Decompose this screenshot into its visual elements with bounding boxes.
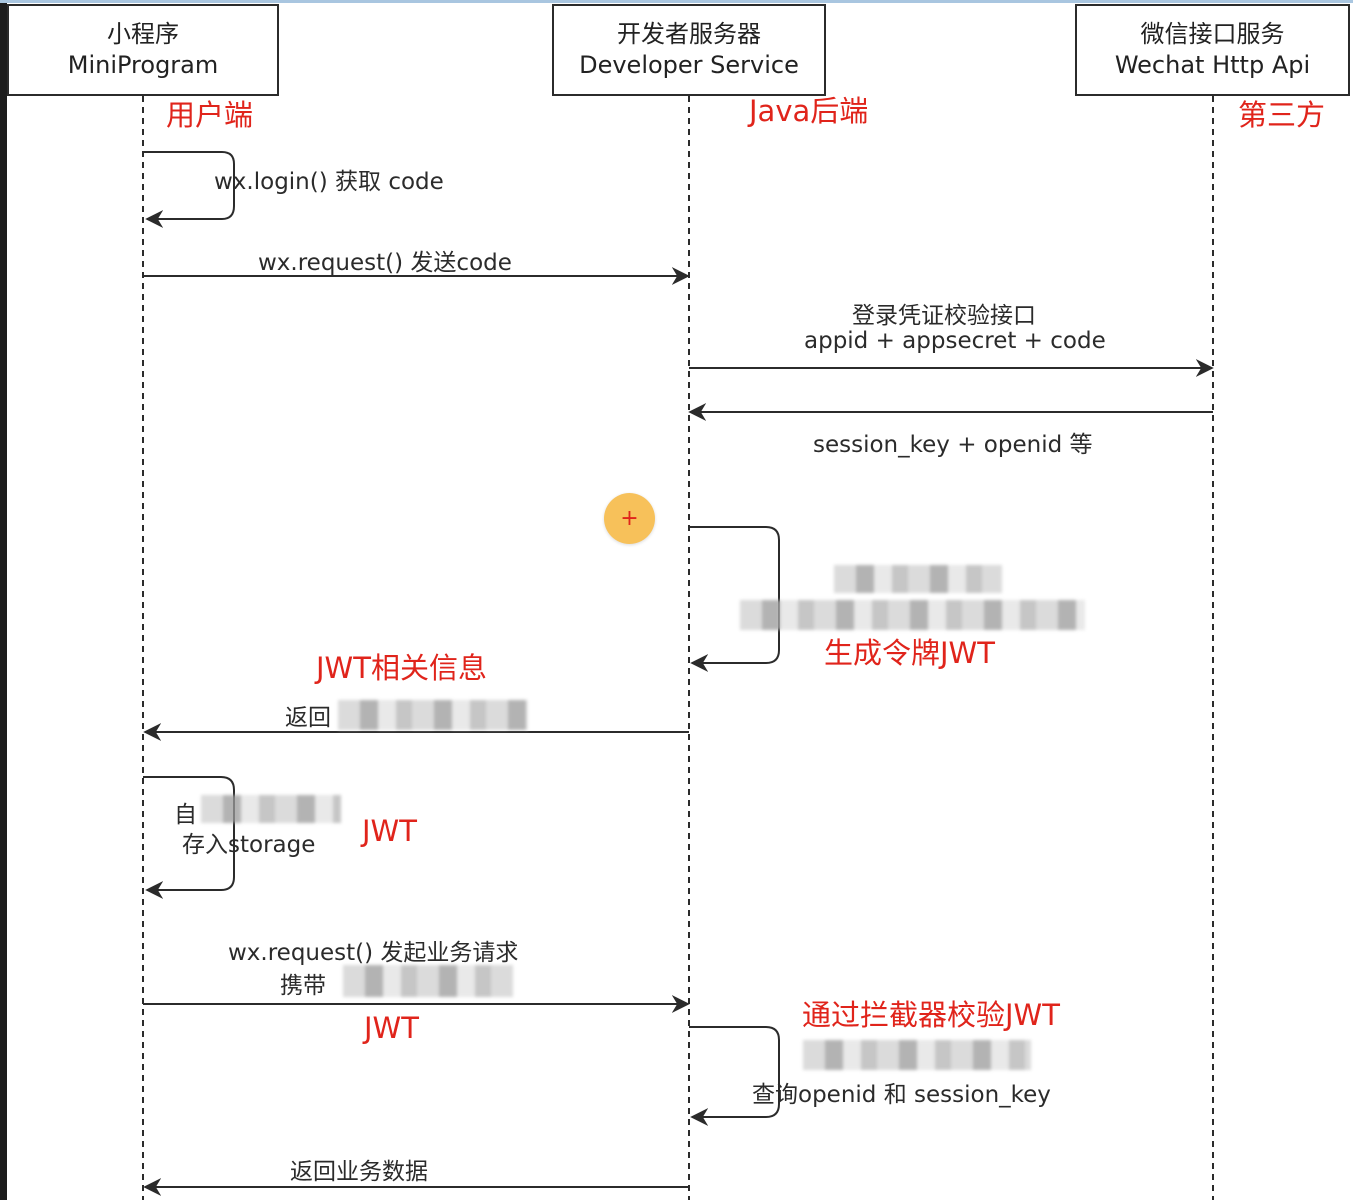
arrow-login-self xyxy=(143,151,235,228)
lane-developer-en: Developer Service xyxy=(579,51,799,79)
role-miniprogram: 用户端 xyxy=(166,98,254,132)
label-interceptor: 通过拦截器校验JWT xyxy=(802,998,1060,1032)
window-edge xyxy=(0,0,7,1200)
label-query-openid: 查询openid 和 session_key xyxy=(752,1082,1051,1108)
lane-miniprogram-en: MiniProgram xyxy=(67,51,219,79)
label-return-business: 返回业务数据 xyxy=(290,1159,428,1185)
arrow-interceptor-self xyxy=(689,1026,780,1126)
label-biz-request: wx.request() 发起业务请求 xyxy=(228,940,519,966)
label-verify-params: appid + appsecret + code xyxy=(804,328,1106,354)
role-wechat: 第三方 xyxy=(1238,98,1326,132)
lane-miniprogram: 小程序 MiniProgram xyxy=(7,4,279,96)
obscured-text xyxy=(201,795,341,823)
label-carry-prefix: 携带 xyxy=(280,973,326,999)
label-store-storage: 存入storage xyxy=(182,832,316,858)
label-send-code: wx.request() 发送code xyxy=(258,250,512,276)
obscured-text xyxy=(803,1040,1031,1070)
obscured-text xyxy=(834,565,1002,593)
role-developer: Java后端 xyxy=(749,94,869,128)
label-jwt-info: JWT相关信息 xyxy=(316,651,487,685)
arrow-store-self xyxy=(143,776,235,899)
label-login: wx.login() 获取 code xyxy=(214,169,444,195)
lane-wechat: 微信接口服务 Wechat Http Api xyxy=(1075,4,1350,96)
lane-wechat-en: Wechat Http Api xyxy=(1114,51,1311,79)
label-jwt-storage: JWT xyxy=(362,814,417,848)
label-jwt-request: JWT xyxy=(364,1011,419,1045)
window-top-edge xyxy=(0,0,1353,3)
obscured-text xyxy=(343,965,513,997)
label-session-return: session_key + openid 等 xyxy=(813,432,1093,458)
label-generate-jwt: 生成令牌JWT xyxy=(824,636,995,670)
label-auto-prefix: 自 xyxy=(174,802,197,828)
lane-developer-cn: 开发者服务器 xyxy=(617,20,761,48)
arrow-generate-self xyxy=(689,526,780,672)
label-return-prefix: 返回 xyxy=(285,705,331,731)
add-button[interactable]: + xyxy=(604,493,655,544)
plus-icon: + xyxy=(620,506,639,531)
lane-miniprogram-cn: 小程序 xyxy=(107,20,179,48)
obscured-text xyxy=(338,700,528,730)
lane-developer: 开发者服务器 Developer Service xyxy=(552,4,826,96)
lane-wechat-cn: 微信接口服务 xyxy=(1140,20,1285,48)
label-verify-title: 登录凭证校验接口 xyxy=(852,303,1036,329)
obscured-text xyxy=(740,600,1085,630)
